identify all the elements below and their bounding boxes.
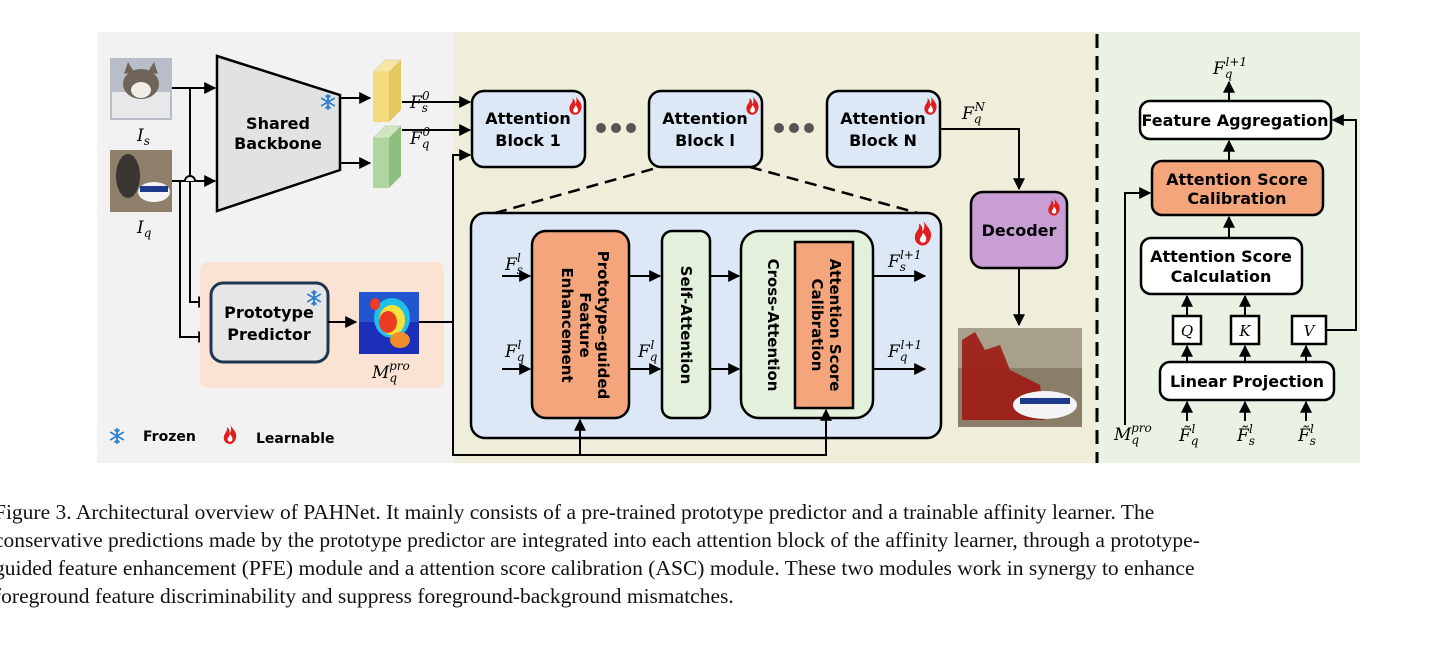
asc-block	[793, 240, 855, 410]
cross-attention-label: Cross-Attention	[764, 259, 782, 392]
feature-aggregation-block	[1138, 99, 1333, 141]
label-fql: Fql	[504, 338, 525, 364]
caption-line-1: Figure 3. Architectural overview of PAHN…	[0, 500, 1155, 524]
asc-right-label-1: Attention Score	[1166, 170, 1308, 189]
legend-learnable: Learnable	[256, 431, 335, 447]
architecture-diagram: Is Iq Shared Backbone Fs0 Fq0 Prototype …	[97, 32, 1360, 463]
attention-block-1-label-1: Attention	[485, 109, 570, 128]
decoder-label: Decoder	[982, 221, 1057, 240]
asc-right-block	[1150, 159, 1325, 217]
pfe-label-1: Prototype-guided	[594, 251, 612, 399]
attention-block-l-label-1: Attention	[662, 109, 747, 128]
pfe-label-3: Enhancement	[558, 267, 576, 382]
attention-block-l-label-2: Block l	[675, 131, 735, 150]
attention-block-1	[470, 89, 587, 169]
linear-projection-block	[1158, 360, 1336, 402]
query-feature-cube	[372, 125, 402, 188]
shared-backbone	[215, 54, 342, 213]
label-fqn: FqN	[961, 100, 985, 126]
linear-projection-label: Linear Projection	[1170, 372, 1324, 391]
attention-block-l	[647, 89, 764, 169]
label-fq0: Fq0	[409, 125, 430, 151]
prototype-predictor	[209, 281, 330, 364]
asc-calculation-label-2: Calculation	[1171, 267, 1272, 286]
label-fql-mid: Fql	[637, 338, 658, 364]
attention-block-n-label-1: Attention	[840, 109, 925, 128]
attention-block-n	[825, 89, 942, 169]
label-ftq: F̃ql	[1178, 422, 1199, 448]
pfe-block	[530, 229, 631, 420]
caption-line-4: foreground feature discriminability and …	[0, 584, 734, 608]
asc-calculation-block	[1139, 236, 1304, 296]
label-fts2: F̃sl	[1297, 422, 1316, 448]
caption-line-2: conservative predictions made by the pro…	[0, 528, 1200, 552]
support-feature-cube	[372, 59, 402, 122]
asc-label-2: Calibration	[808, 279, 826, 372]
k-box	[1229, 314, 1261, 346]
asc-label-1: Attention Score	[826, 259, 844, 392]
figure-caption: Figure 3. Architectural overview of PAHN…	[0, 498, 1456, 610]
self-attention-label: Self-Attention	[677, 266, 695, 385]
backbone-label-2: Backbone	[234, 134, 322, 153]
asc-right-label-2: Calibration	[1187, 189, 1286, 208]
feature-aggregation-label: Feature Aggregation	[1141, 111, 1328, 130]
ellipsis-icon-2	[774, 123, 814, 133]
ellipsis-icon-1	[596, 123, 636, 133]
label-fts1: F̃sl	[1236, 422, 1255, 448]
prototype-label-1: Prototype	[224, 303, 314, 322]
label-fsl1: Fsl+1	[887, 248, 922, 274]
query-image	[110, 150, 172, 212]
self-attention-block	[660, 229, 712, 420]
prototype-heatmap	[359, 292, 419, 354]
v-label: V	[1304, 322, 1317, 340]
prototype-label-2: Predictor	[227, 325, 311, 344]
attention-block-n-label-2: Block N	[849, 131, 917, 150]
support-image	[110, 58, 172, 120]
caption-line-3: guided feature enhancement (PFE) module …	[0, 556, 1195, 580]
backbone-label-1: Shared	[246, 114, 310, 133]
attention-block-1-label-2: Block 1	[495, 131, 561, 150]
asc-calculation-label-1: Attention Score	[1150, 247, 1292, 266]
v-box	[1290, 314, 1328, 346]
output-image	[958, 328, 1082, 427]
legend-frozen: Frozen	[143, 429, 196, 445]
q-label: Q	[1181, 322, 1193, 340]
k-label: K	[1238, 322, 1251, 340]
label-fsl: Fsl	[504, 251, 523, 277]
q-box	[1171, 314, 1203, 346]
pfe-label-2: Feature	[576, 292, 594, 357]
